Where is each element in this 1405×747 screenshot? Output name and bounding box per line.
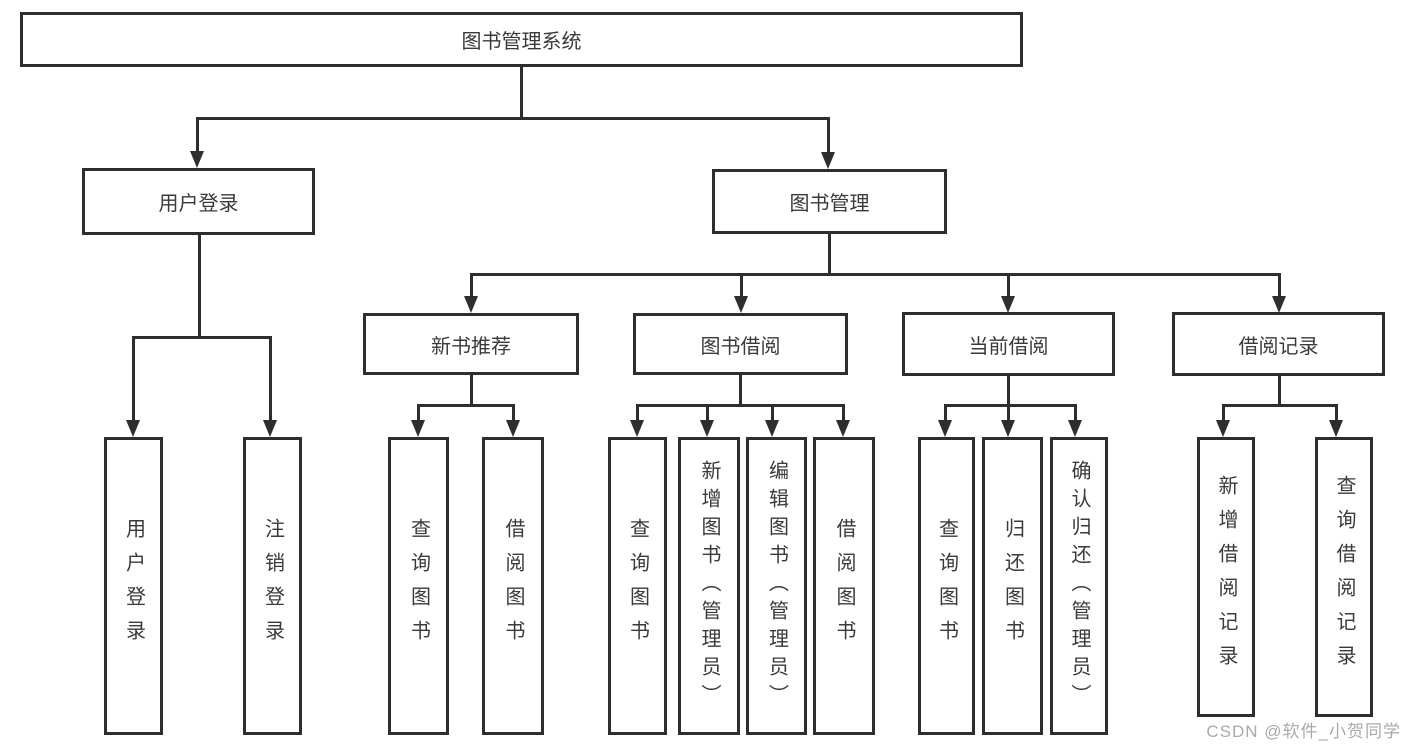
connector-borrow-hbar xyxy=(636,404,844,407)
node-query-borrow-record: 查询借阅记录 xyxy=(1315,437,1373,717)
node-root: 图书管理系统 xyxy=(20,12,1023,67)
connector-current-hbar xyxy=(944,404,1077,407)
connector-stem xyxy=(196,117,199,153)
node-query-books: 查询图书 xyxy=(918,437,975,735)
connector-bookmgmt-hbar xyxy=(470,273,1281,276)
connector-userlogin-hbar xyxy=(132,336,272,339)
node-label: 查询图书 xyxy=(935,518,958,654)
connector-stem xyxy=(1007,404,1010,421)
node-label: 归还图书 xyxy=(1001,518,1024,654)
arrowhead-down-icon xyxy=(734,296,748,313)
arrowhead-down-icon xyxy=(1329,420,1343,437)
node-label: 查询借阅记录 xyxy=(1333,475,1355,679)
csdn-watermark: CSDN @软件_小贺同学 xyxy=(1206,722,1401,741)
connector-stem xyxy=(827,117,830,153)
arrowhead-down-icon xyxy=(506,420,520,437)
node-add-borrow-record: 新增借阅记录 xyxy=(1197,437,1255,717)
connector-userlogin-stem xyxy=(198,235,201,336)
node-label: 确认归还（管理员） xyxy=(1068,460,1090,712)
connector-stem xyxy=(1007,273,1010,297)
arrowhead-down-icon xyxy=(1216,420,1230,437)
connector-stem xyxy=(132,336,135,420)
node-label: 借阅记录 xyxy=(1238,335,1319,358)
node-current-borrowing: 当前借阅 xyxy=(902,312,1115,376)
arrowhead-down-icon xyxy=(765,420,779,437)
connector-stem xyxy=(1335,404,1338,421)
connector-newbook-stem xyxy=(470,375,473,404)
connector-newbook-hbar xyxy=(417,404,515,407)
connector-stem xyxy=(417,404,420,421)
arrowhead-down-icon xyxy=(836,420,850,437)
arrowhead-down-icon xyxy=(700,420,714,437)
node-label: 新增借阅记录 xyxy=(1215,475,1237,679)
arrowhead-down-icon xyxy=(190,151,204,168)
node-label: 借阅图书 xyxy=(502,518,524,654)
connector-stem xyxy=(740,273,743,297)
arrowhead-down-icon xyxy=(411,420,425,437)
connector-stem xyxy=(636,404,639,421)
node-new-book-recommend: 新书推荐 xyxy=(363,313,579,375)
connector-root-stem xyxy=(520,67,523,117)
node-book-management: 图书管理 xyxy=(712,169,947,234)
connector-stem xyxy=(771,404,774,421)
arrowhead-down-icon xyxy=(263,420,277,437)
arrowhead-down-icon xyxy=(1001,420,1015,437)
connector-stem xyxy=(1074,404,1077,421)
connector-borrow-stem xyxy=(739,375,742,404)
node-label: 图书管理 xyxy=(789,193,870,215)
connector-current-stem xyxy=(1007,376,1010,404)
node-label: 借阅图书 xyxy=(833,518,855,654)
node-borrow-books: 借阅图书 xyxy=(813,437,875,735)
node-label: 新书推荐 xyxy=(431,335,511,358)
node-label: 用户登录 xyxy=(158,193,239,215)
node-label: 注销登录 xyxy=(261,518,284,654)
arrowhead-down-icon xyxy=(938,420,952,437)
node-borrow-records: 借阅记录 xyxy=(1172,312,1385,376)
connector-stem xyxy=(944,404,947,421)
node-edit-book-admin: 编辑图书（管理员） xyxy=(746,437,807,735)
connector-stem xyxy=(269,336,272,420)
connector-stem xyxy=(470,273,473,297)
node-label: 用户登录 xyxy=(122,518,145,654)
node-label: 新增图书（管理员） xyxy=(698,460,720,712)
node-query-books: 查询图书 xyxy=(608,437,667,735)
node-user-login: 用户登录 xyxy=(82,168,315,235)
connector-stem xyxy=(842,404,845,421)
node-label: 查询图书 xyxy=(407,518,430,654)
arrowhead-down-icon xyxy=(630,420,644,437)
node-add-book-admin: 新增图书（管理员） xyxy=(678,437,740,735)
arrowhead-down-icon xyxy=(126,420,140,437)
connector-stem xyxy=(1278,273,1281,297)
node-confirm-return-admin: 确认归还（管理员） xyxy=(1050,437,1108,735)
connector-stem xyxy=(1222,404,1225,421)
node-return-book: 归还图书 xyxy=(982,437,1043,735)
node-logout: 注销登录 xyxy=(243,437,302,735)
arrowhead-down-icon xyxy=(1001,296,1015,313)
node-query-books: 查询图书 xyxy=(388,437,449,735)
connector-records-hbar xyxy=(1222,404,1338,407)
connector-bookmgmt-stem xyxy=(828,234,831,273)
node-book-borrowing: 图书借阅 xyxy=(633,313,848,375)
node-root-label: 图书管理系统 xyxy=(461,31,582,53)
node-label: 编辑图书（管理员） xyxy=(765,460,788,712)
node-label: 图书借阅 xyxy=(700,335,781,358)
connector-stem xyxy=(706,404,709,421)
arrowhead-down-icon xyxy=(1068,420,1082,437)
arrowhead-down-icon xyxy=(1272,296,1286,313)
arrowhead-down-icon xyxy=(464,296,478,313)
node-user-login-leaf: 用户登录 xyxy=(104,437,163,735)
node-label: 查询图书 xyxy=(626,518,649,654)
arrowhead-down-icon xyxy=(821,152,835,169)
node-borrow-books: 借阅图书 xyxy=(482,437,544,735)
connector-root-hbar xyxy=(196,117,830,120)
connector-stem xyxy=(512,404,515,421)
connector-records-stem xyxy=(1278,376,1281,404)
node-label: 当前借阅 xyxy=(968,335,1049,358)
